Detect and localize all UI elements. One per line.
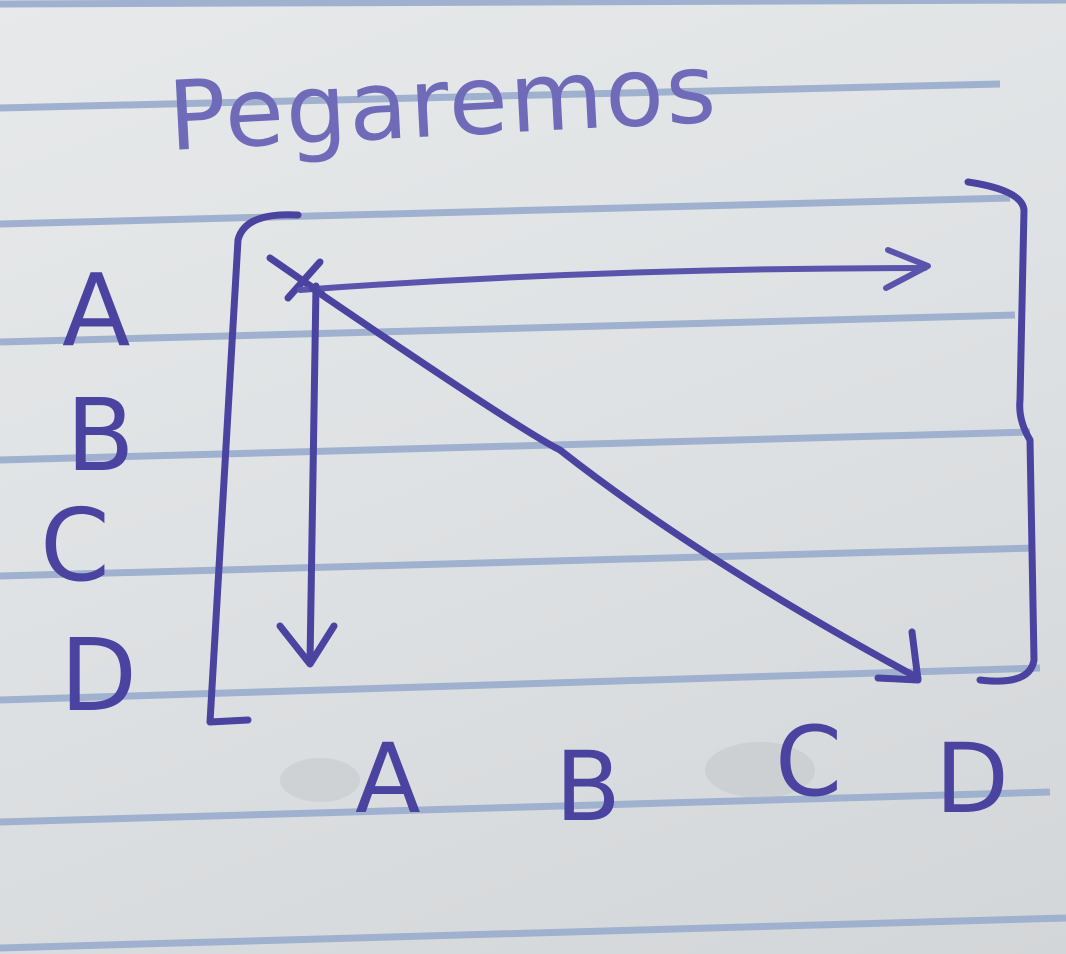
column-label-a: A	[355, 723, 421, 835]
right-bracket	[964, 178, 1038, 685]
diagonal-arrow	[308, 284, 922, 684]
column-label-c: C	[775, 706, 842, 818]
row-label-b: B	[66, 377, 135, 494]
paper-smudge	[280, 758, 360, 802]
rule-line	[0, 914, 1066, 952]
rule-line	[0, 664, 1041, 704]
vertical-arrow	[276, 282, 338, 668]
diagram-title: Pegaremos	[165, 32, 720, 173]
rule-line	[0, 194, 1011, 228]
paper-smudge	[705, 742, 815, 798]
row-label-d: D	[60, 617, 137, 734]
row-label-c: C	[40, 487, 110, 604]
rule-line	[0, 428, 1031, 464]
rule-line	[0, 544, 1036, 580]
column-label-d: D	[935, 723, 1009, 835]
rule-line	[0, 80, 1001, 112]
rule-line	[0, 311, 1016, 346]
row-label-a: A	[62, 252, 130, 369]
left-bracket	[206, 211, 302, 726]
column-label-b: B	[555, 731, 621, 843]
rule-line	[0, 0, 1066, 8]
horizontal-arrow	[297, 247, 931, 293]
rule-line	[0, 788, 1051, 826]
